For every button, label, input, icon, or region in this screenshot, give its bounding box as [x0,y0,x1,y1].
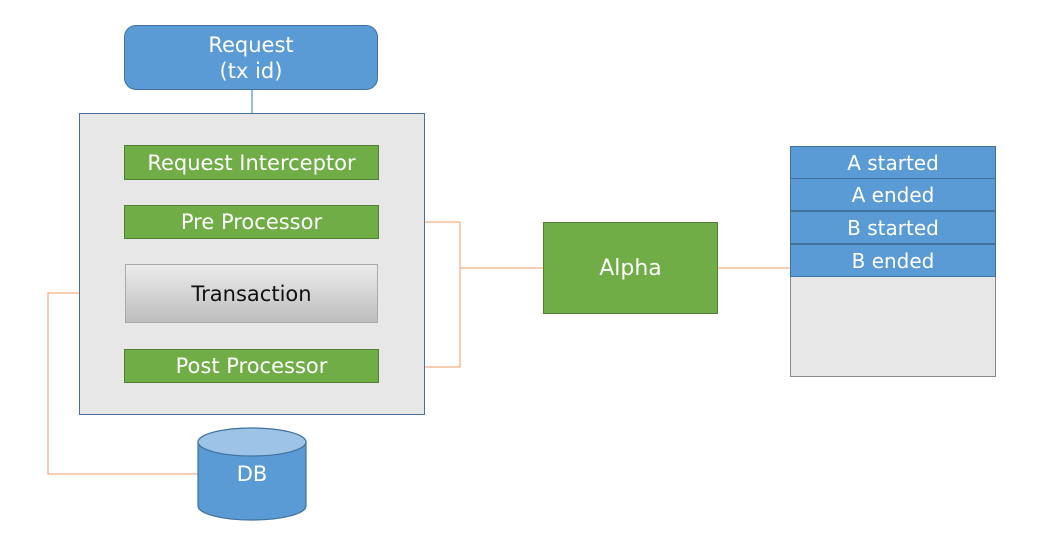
event-log-row: A ended [790,178,996,211]
transaction-node: Transaction [125,264,378,323]
pre-processor-node: Pre Processor [124,205,379,239]
alpha-node: Alpha [543,222,718,314]
request-node: Request (tx id) [124,25,378,90]
event-log-row: B ended [790,244,996,277]
db-label: DB [236,462,268,486]
request-subtitle: (tx id) [219,58,283,83]
request-title: Request [208,32,294,57]
request-interceptor-node: Request Interceptor [124,145,379,180]
db-cylinder [197,427,307,521]
event-log-row: A started [790,146,996,179]
event-log-row: B started [790,211,996,244]
post-processor-node: Post Processor [124,349,379,383]
